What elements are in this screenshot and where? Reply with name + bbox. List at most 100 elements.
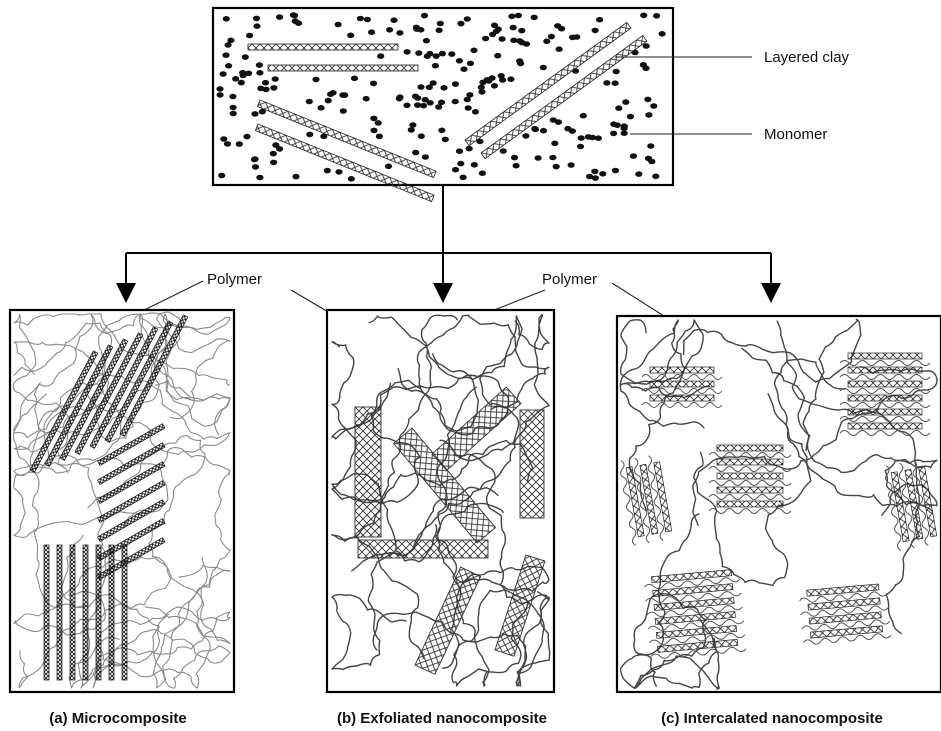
- monomer-dot: [653, 13, 660, 19]
- caption-microcomposite: (a) Microcomposite: [49, 710, 187, 727]
- monomer-dot: [242, 54, 249, 60]
- monomer-dot: [276, 14, 283, 20]
- clay-platelet: [717, 501, 783, 507]
- clay-platelet: [848, 409, 922, 415]
- monomer-dot: [548, 34, 555, 40]
- monomer-dot: [370, 128, 377, 134]
- monomer-dot: [640, 13, 647, 19]
- monomer-dot: [479, 170, 486, 176]
- monomer-dot: [257, 86, 264, 92]
- monomer-dot: [276, 146, 283, 152]
- monomer-dot: [423, 38, 430, 44]
- monomer-dot: [531, 15, 538, 21]
- monomer-dot: [457, 21, 464, 27]
- monomer-dot: [472, 109, 479, 115]
- monomer-dot: [540, 65, 547, 71]
- monomer-dot: [465, 105, 472, 111]
- monomer-dot: [253, 23, 260, 29]
- monomer-dot: [482, 36, 489, 42]
- monomer-dot: [385, 164, 392, 170]
- monomer-dot: [292, 174, 299, 180]
- monomer-dot: [456, 148, 463, 154]
- monomer-dot: [644, 97, 651, 103]
- monomer-dot: [270, 151, 277, 157]
- monomer-dot: [424, 53, 431, 59]
- monomer-dot: [390, 17, 397, 23]
- monomer-dot: [363, 96, 370, 102]
- monomer-dot: [442, 137, 449, 143]
- clay-platelet: [848, 381, 922, 387]
- clay-platelet: [650, 381, 714, 387]
- monomer-dot: [635, 171, 642, 177]
- monomer-dot: [325, 98, 332, 104]
- caption-intercalated: (c) Intercalated nanocomposite: [661, 710, 883, 727]
- monomer-dot: [272, 76, 279, 82]
- monomer-dot: [550, 117, 557, 123]
- monomer-dot: [580, 113, 587, 119]
- monomer-dot: [364, 17, 371, 23]
- monomer-dot: [412, 150, 419, 156]
- monomer-dot: [368, 29, 375, 35]
- monomer-dot: [306, 132, 313, 138]
- clay-platelet: [268, 65, 418, 71]
- monomer-dot: [573, 34, 580, 40]
- monomer-dot: [438, 128, 445, 134]
- clay-platelet: [717, 473, 783, 479]
- clay-platelet: [44, 545, 49, 680]
- monomer-dot: [592, 28, 599, 34]
- monomer-dot: [645, 112, 652, 118]
- clay-platelet: [83, 545, 88, 680]
- monomer-dot: [507, 76, 514, 82]
- monomer-dot: [558, 26, 565, 32]
- monomer-dot: [517, 61, 524, 67]
- monomer-dot: [610, 121, 617, 127]
- monomer-dot: [357, 16, 364, 22]
- monomer-dot: [523, 41, 530, 47]
- monomer-dot: [396, 94, 403, 100]
- monomer-dot: [252, 164, 259, 170]
- monomer-dot: [467, 61, 474, 67]
- monomer-dot: [217, 92, 224, 98]
- monomer-dot: [224, 141, 231, 147]
- monomer-dot: [256, 62, 263, 68]
- monomer-dot: [347, 33, 354, 39]
- monomer-dot: [370, 81, 377, 87]
- monomer-dot: [621, 126, 628, 132]
- monomer-dot: [659, 31, 666, 37]
- panel-exfoliated: [327, 310, 554, 692]
- monomer-dot: [291, 13, 298, 19]
- monomer-dot: [236, 141, 243, 147]
- monomer-dot: [327, 91, 334, 97]
- monomer-dot: [262, 80, 269, 86]
- monomer-dot: [421, 13, 428, 19]
- monomer-dot: [396, 30, 403, 36]
- monomer-dot: [218, 173, 225, 179]
- monomer-dot: [251, 111, 258, 117]
- monomer-dot: [225, 42, 232, 48]
- monomer-dot: [335, 169, 342, 175]
- monomer-dot: [489, 32, 496, 38]
- monomer-dot: [222, 52, 229, 58]
- monomer-dot: [464, 97, 471, 103]
- monomer-dot: [438, 100, 445, 106]
- monomer-dot: [376, 134, 383, 140]
- monomer-dot: [640, 62, 647, 68]
- clay-platelet: [520, 410, 544, 518]
- monomer-dot: [292, 18, 299, 24]
- monomer-dot: [540, 128, 547, 134]
- monomer-dot: [599, 171, 606, 177]
- monomer-dot: [596, 17, 603, 23]
- monomer-dot: [621, 130, 628, 136]
- monomer-dot: [220, 136, 227, 142]
- monomer-dot: [318, 105, 325, 111]
- monomer-dot: [335, 22, 342, 28]
- monomer-dot: [515, 13, 522, 19]
- clay-platelet: [355, 407, 381, 537]
- clay-platelet: [248, 44, 398, 50]
- monomer-dot: [220, 71, 227, 77]
- clay-platelet: [717, 445, 783, 451]
- monomer-dot: [612, 80, 619, 86]
- monomer-dot: [630, 153, 637, 159]
- panel-microcomposite: [10, 310, 234, 692]
- monomer-dot: [433, 53, 440, 59]
